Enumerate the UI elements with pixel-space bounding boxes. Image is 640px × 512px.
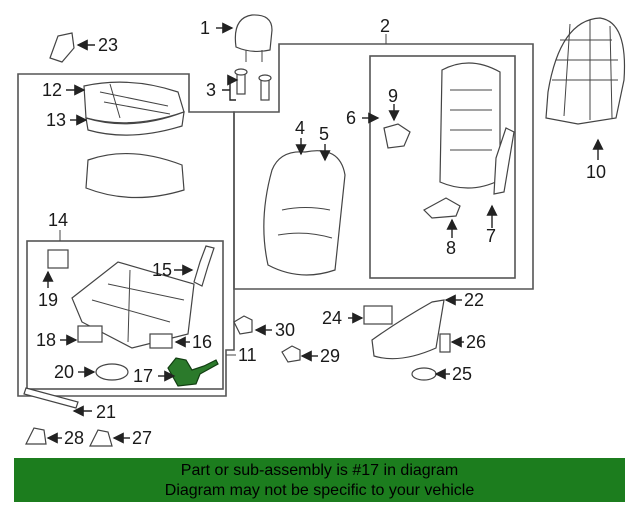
headrest-part <box>234 14 273 62</box>
module-16-part <box>149 333 173 349</box>
callout-11: 11 <box>238 345 257 365</box>
callout-21: 21 <box>96 402 116 422</box>
cushion-cover-part <box>85 153 185 199</box>
callout-2: 2 <box>380 16 390 36</box>
cover-27-part <box>89 429 113 447</box>
callout-25: 25 <box>452 364 472 384</box>
callout-22: 22 <box>464 290 484 310</box>
callout-6: 6 <box>346 108 356 128</box>
cover-28-part <box>25 427 47 445</box>
callout-1: 1 <box>200 18 210 38</box>
callout-27: 27 <box>132 428 152 448</box>
callout-9: 9 <box>388 86 398 106</box>
switch-24-part <box>363 305 393 325</box>
callout-4: 4 <box>295 118 305 138</box>
cable-15-part <box>193 245 215 287</box>
seat-back-assembly-box <box>233 43 534 290</box>
cushion-frame-sub-box <box>26 240 224 390</box>
banner-line-1: Part or sub-assembly is #17 in diagram <box>180 462 459 479</box>
callout-28: 28 <box>64 428 84 448</box>
callout-19: 19 <box>38 290 58 310</box>
callout-24: 24 <box>322 308 342 328</box>
callout-12: 12 <box>42 80 62 100</box>
highlighted-part-17 <box>167 357 219 387</box>
gear-20-part <box>95 363 129 381</box>
callout-26: 26 <box>466 332 486 352</box>
switch-26-part <box>439 333 451 353</box>
callout-18: 18 <box>36 330 56 350</box>
parts-diagram: 1 2 3 4 5 6 7 8 9 10 11 12 13 14 15 16 1… <box>17 14 626 448</box>
clip-29-part <box>281 345 301 363</box>
callout-16: 16 <box>192 332 212 352</box>
banner-line-2: Diagram may not be specific to your vehi… <box>164 482 475 499</box>
seat-cushion-assembly-box <box>17 73 235 397</box>
callout-14: 14 <box>48 210 68 230</box>
side-support-part <box>493 127 515 195</box>
callout-23: 23 <box>98 35 118 55</box>
callout-3: 3 <box>206 80 216 100</box>
callout-17: 17 <box>133 366 153 386</box>
callout-20: 20 <box>54 362 74 382</box>
motor-19-part <box>47 249 69 269</box>
callout-13: 13 <box>46 110 66 130</box>
callout-8: 8 <box>446 238 456 258</box>
bracket-9-part <box>383 123 411 149</box>
cap-25-part <box>411 367 437 381</box>
cushion-pad-part <box>83 81 185 136</box>
bracket-8-part <box>423 197 461 219</box>
rail-cover-21-part <box>23 387 79 409</box>
side-shield-22-part <box>371 299 445 360</box>
callout-15: 15 <box>152 260 172 280</box>
trim-cover-part <box>49 32 75 63</box>
callout-5: 5 <box>319 124 329 144</box>
callout-7: 7 <box>486 226 496 246</box>
back-frame-panel-part <box>545 17 626 125</box>
clip-30-part <box>233 315 253 335</box>
headrest-guides-part <box>234 68 272 101</box>
info-banner: Part or sub-assembly is #17 in diagram D… <box>14 458 625 502</box>
callout-29: 29 <box>320 346 340 366</box>
callout-10: 10 <box>586 162 606 182</box>
back-frame-sub-box <box>369 55 516 279</box>
callout-30: 30 <box>275 320 295 340</box>
motor-18-part <box>77 325 103 343</box>
seat-back-frame-part <box>439 62 501 189</box>
seat-back-cover-part <box>263 150 346 276</box>
